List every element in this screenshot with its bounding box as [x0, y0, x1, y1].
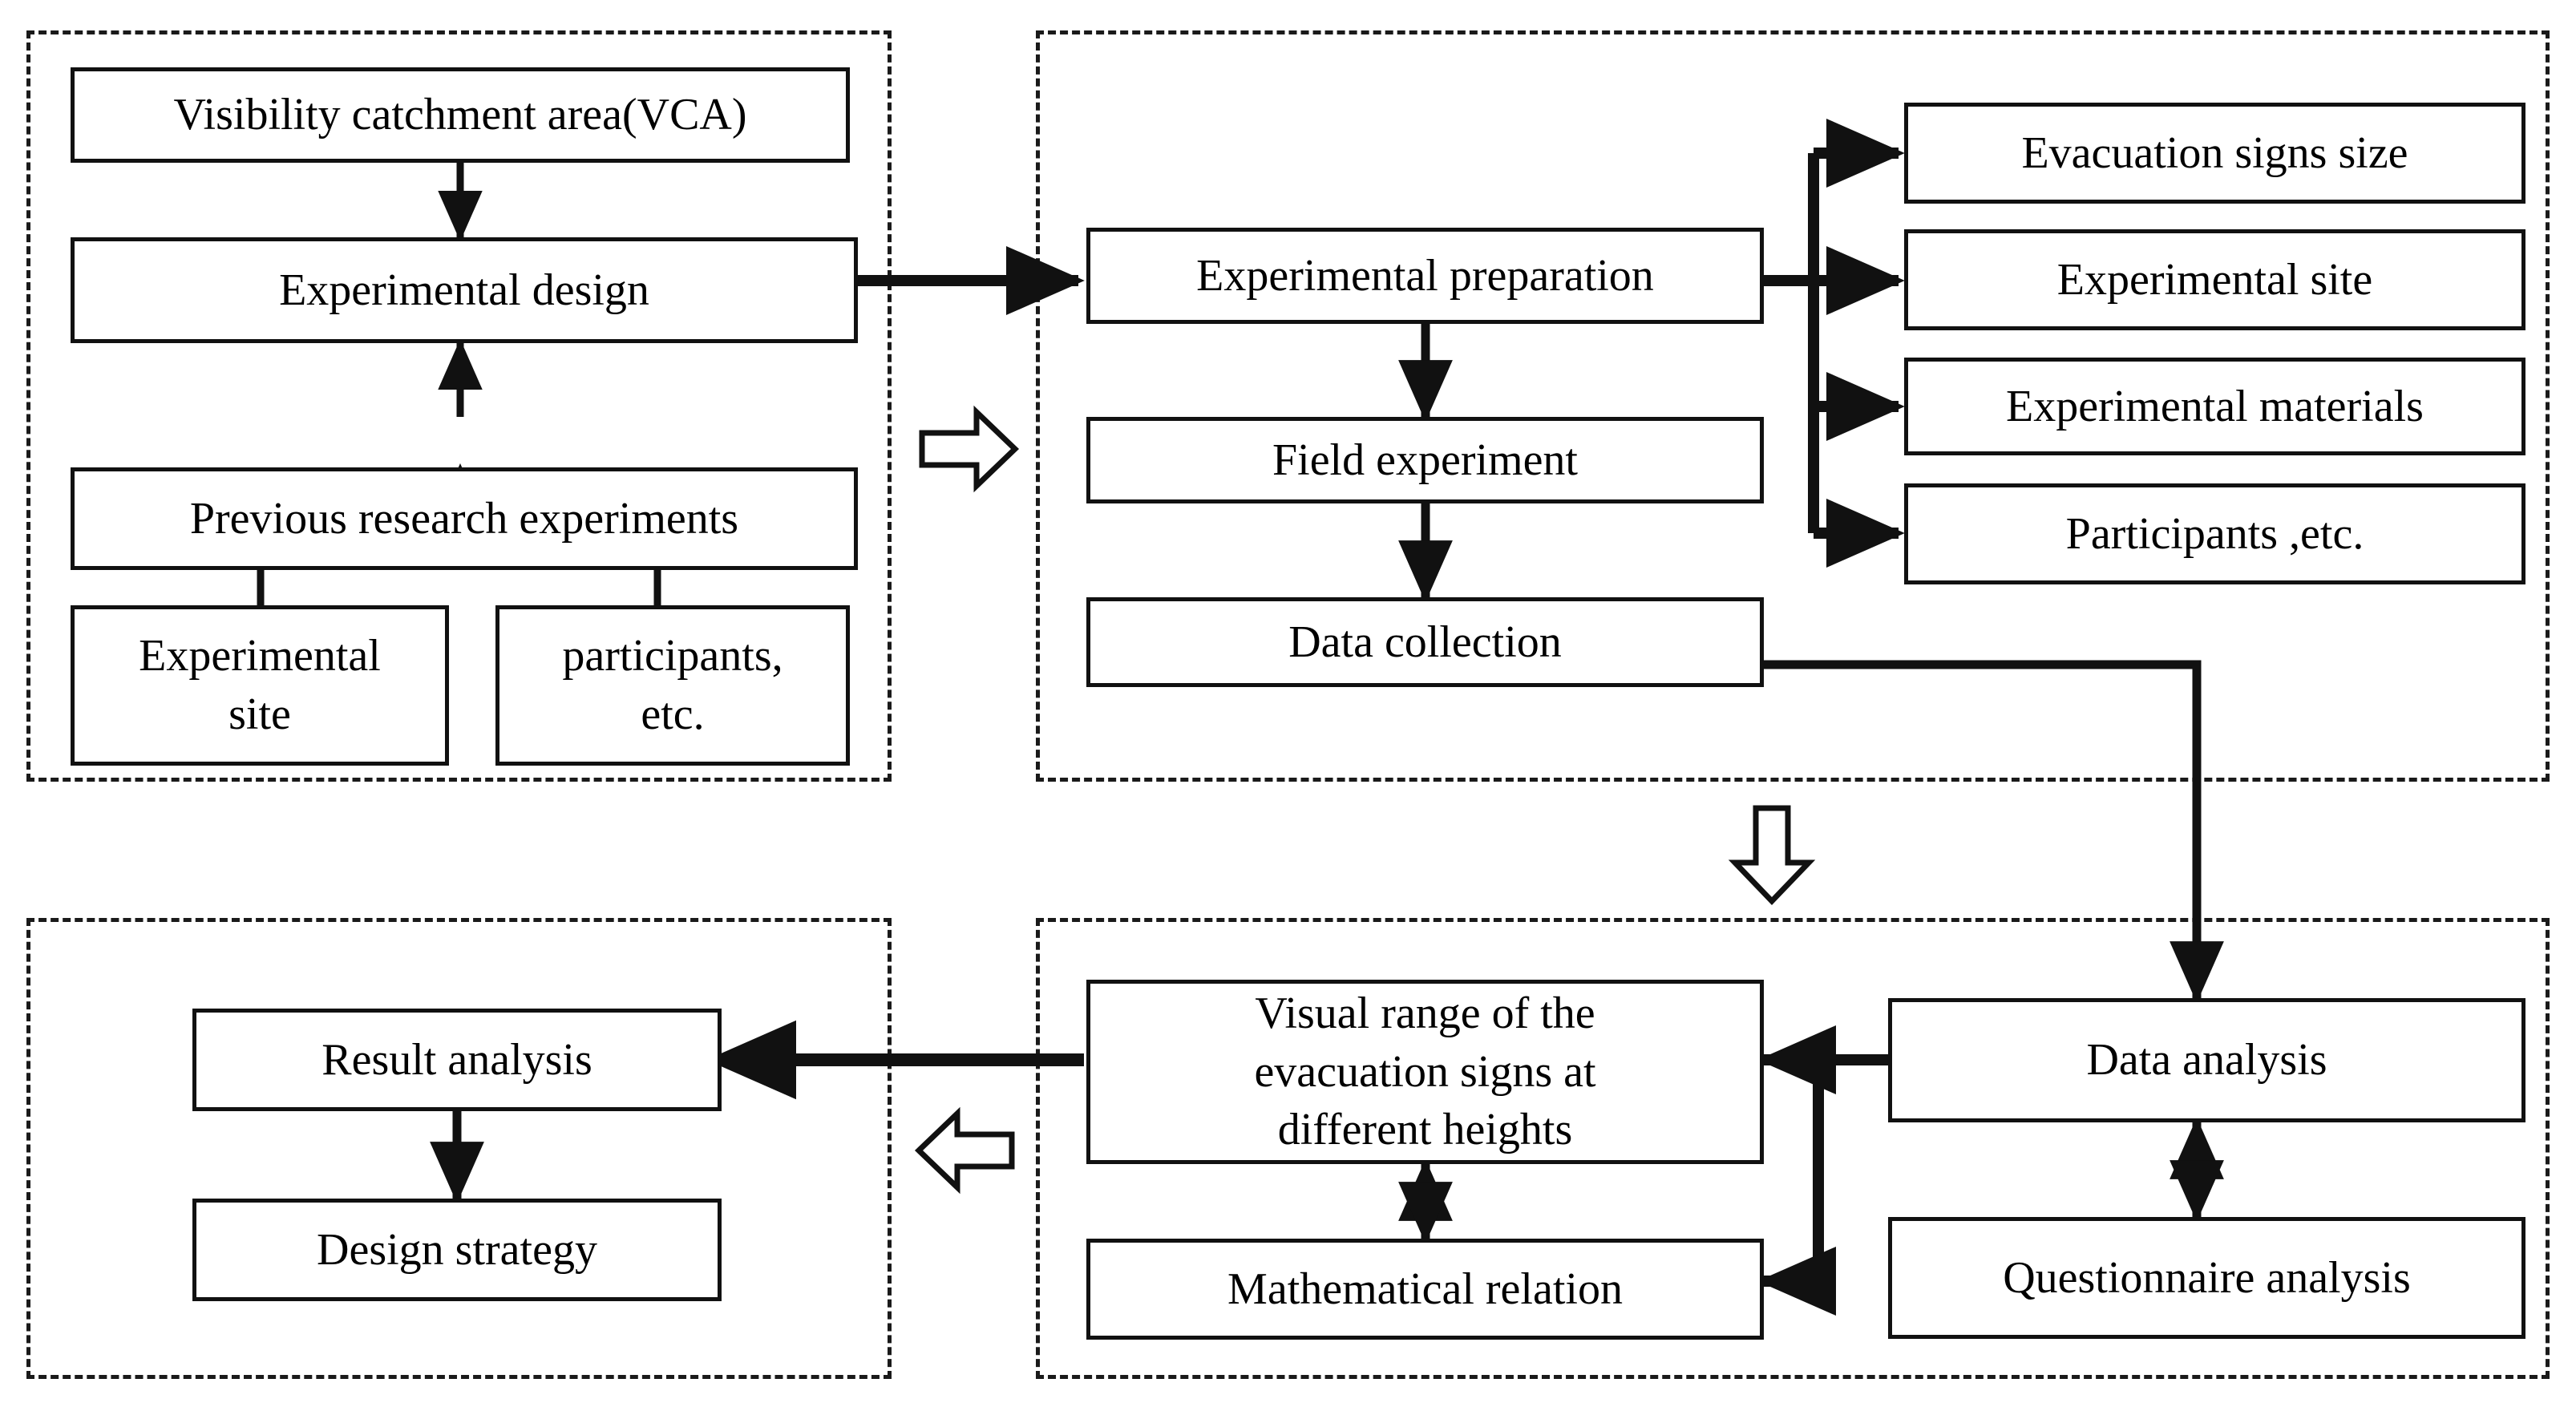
node-experimental-preparation[interactable]: Experimental preparation: [1086, 228, 1764, 324]
node-experimental-materials[interactable]: Experimental materials: [1904, 358, 2525, 455]
stage-arrow-left-icon: [914, 1106, 1015, 1195]
node-experimental-site-right[interactable]: Experimental site: [1904, 229, 2525, 330]
node-design-strategy[interactable]: Design strategy: [192, 1199, 722, 1301]
node-data-analysis[interactable]: Data analysis: [1888, 998, 2525, 1122]
stage-arrow-down-icon: [1728, 805, 1816, 906]
node-data-collection[interactable]: Data collection: [1086, 597, 1764, 687]
node-mathematical-relation[interactable]: Mathematical relation: [1086, 1239, 1764, 1340]
node-evacuation-signs-size[interactable]: Evacuation signs size: [1904, 103, 2525, 204]
panel-top-left: [26, 30, 892, 782]
node-visual-range[interactable]: Visual range of the evacuation signs at …: [1086, 980, 1764, 1164]
node-participants-etc[interactable]: Participants ,etc.: [1904, 483, 2525, 584]
node-previous-research-experiments[interactable]: Previous research experiments: [71, 467, 858, 570]
node-visibility-catchment-area[interactable]: Visibility catchment area(VCA): [71, 67, 850, 163]
node-questionnaire-analysis[interactable]: Questionnaire analysis: [1888, 1217, 2525, 1339]
node-participants-left[interactable]: participants, etc.: [495, 605, 850, 766]
node-experimental-site-left[interactable]: Experimental site: [71, 605, 449, 766]
panel-bottom-left: [26, 918, 892, 1379]
node-field-experiment[interactable]: Field experiment: [1086, 417, 1764, 503]
node-experimental-design[interactable]: Experimental design: [71, 237, 858, 343]
stage-arrow-right-icon: [919, 405, 1020, 493]
node-result-analysis[interactable]: Result analysis: [192, 1009, 722, 1111]
